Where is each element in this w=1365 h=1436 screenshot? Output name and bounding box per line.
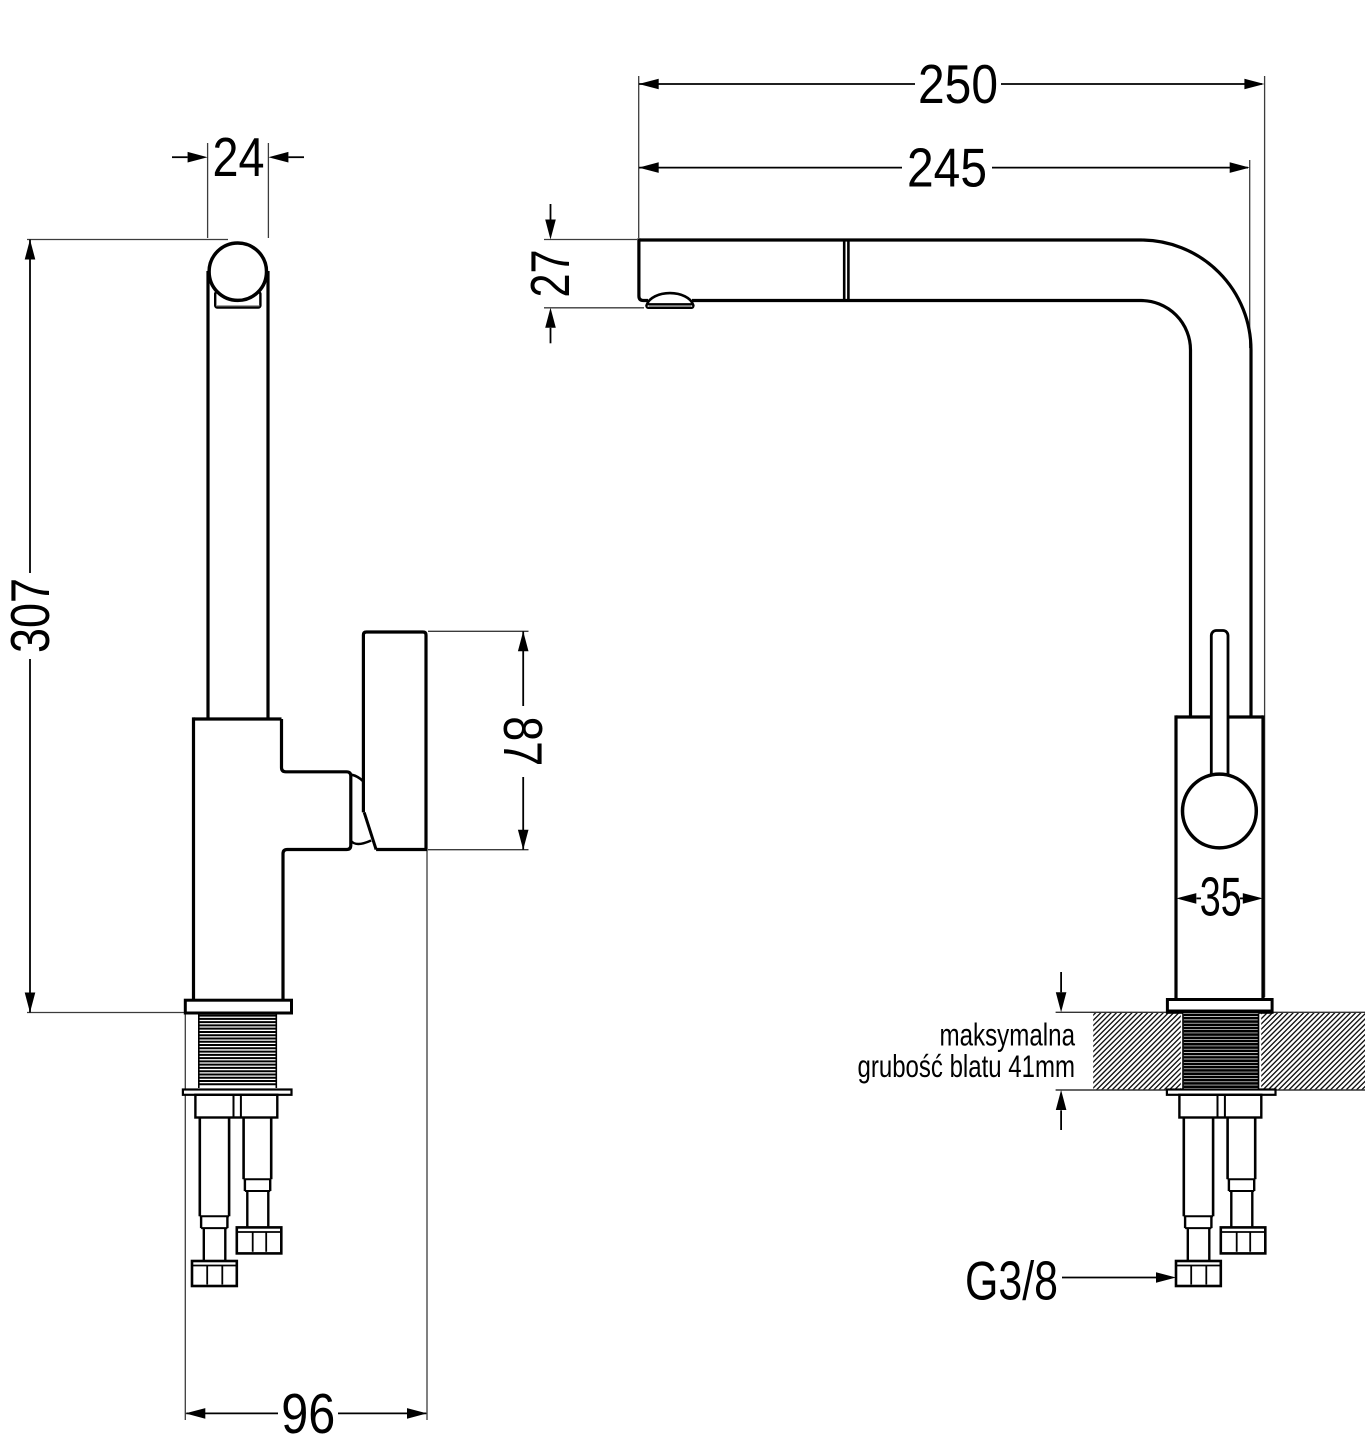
svg-text:307: 307 — [0, 578, 61, 653]
svg-text:maksymalna: maksymalna — [940, 1017, 1076, 1053]
svg-text:250: 250 — [918, 53, 998, 115]
svg-text:245: 245 — [907, 137, 987, 199]
svg-text:96: 96 — [281, 1382, 335, 1436]
svg-text:24: 24 — [213, 126, 265, 188]
svg-text:87: 87 — [492, 716, 554, 766]
svg-text:35: 35 — [1200, 866, 1242, 928]
svg-text:G3/8: G3/8 — [965, 1250, 1058, 1312]
svg-text:grubość blatu 41mm: grubość blatu 41mm — [858, 1048, 1076, 1084]
svg-text:27: 27 — [519, 250, 581, 298]
